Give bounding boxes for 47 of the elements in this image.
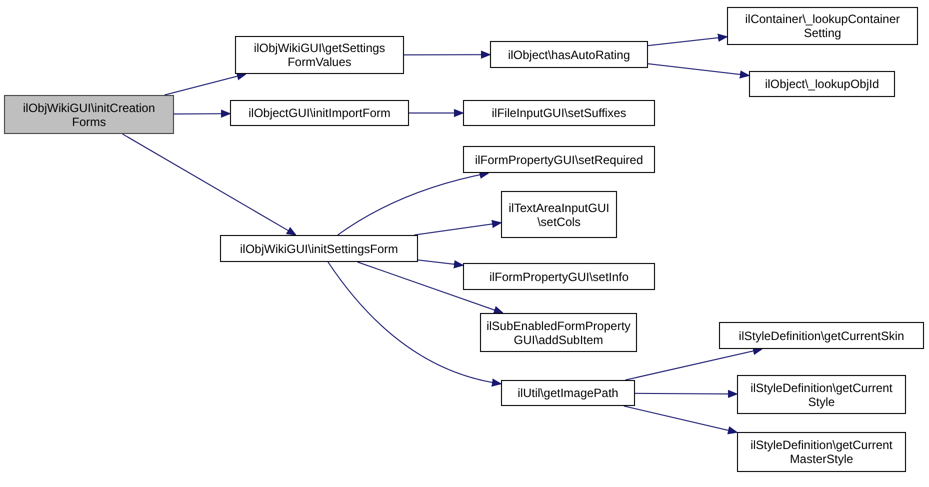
function-name: ilSubEnabledFormProperty GUI\addSubItem bbox=[485, 318, 632, 346]
function-name: ilTextAreaInputGUI \setCols bbox=[508, 200, 610, 228]
call-arrow bbox=[404, 50, 490, 59]
function-box bbox=[220, 235, 418, 262]
call-arrow bbox=[174, 110, 230, 118]
function-name: ilUtil\getImagePath bbox=[518, 386, 618, 400]
call-arrow bbox=[624, 347, 762, 380]
function-box bbox=[749, 71, 895, 97]
call-arrow bbox=[648, 63, 750, 78]
function-box bbox=[463, 263, 655, 290]
function-name: ilStyleDefinition\getCurrentSkin bbox=[738, 328, 904, 342]
call-arrow bbox=[122, 134, 296, 236]
call-arrow bbox=[328, 262, 502, 386]
call-arrow bbox=[164, 72, 246, 96]
call-arrow bbox=[357, 262, 504, 314]
call-arrow bbox=[414, 220, 502, 236]
function-name: ilFormPropertyGUI\setInfo bbox=[489, 270, 629, 284]
function-name: ilStyleDefinition\getCurrent Style bbox=[749, 380, 894, 408]
function-name: ilStyleDefinition\getCurrent MasterStyle bbox=[749, 438, 894, 466]
call-arrow bbox=[634, 390, 738, 398]
function-box bbox=[4, 95, 174, 134]
function-name: ilObjectGUI\initImportForm bbox=[248, 106, 391, 120]
function-name: ilObjWikiGUI\initSettingsForm bbox=[240, 242, 398, 256]
function-name: ilObjWikiGUI\getSettings FormValues bbox=[252, 41, 386, 69]
call-arrow bbox=[418, 260, 464, 268]
function-box bbox=[719, 322, 924, 349]
function-box bbox=[235, 36, 404, 74]
call-arrow bbox=[648, 34, 728, 46]
function-box bbox=[501, 191, 617, 238]
function-name: ilFileInputGUI\setSuffixes bbox=[492, 106, 626, 120]
call-arrow bbox=[408, 108, 464, 118]
function-box bbox=[490, 41, 648, 68]
function-name: ilFormPropertyGUI\setRequired bbox=[474, 152, 644, 166]
function-name: ilObject\hasAutoRating bbox=[508, 48, 630, 62]
function-box bbox=[463, 100, 655, 126]
function-box bbox=[737, 432, 906, 472]
function-box bbox=[727, 7, 918, 45]
function-name: ilObjWikiGUI\initCreation Forms bbox=[22, 100, 156, 128]
function-box bbox=[501, 380, 635, 406]
function-name: ilContainer\_lookupContainer Setting bbox=[744, 12, 901, 40]
call-arrow bbox=[337, 170, 490, 236]
function-box bbox=[737, 375, 906, 414]
call-arrow bbox=[623, 406, 738, 434]
function-box bbox=[230, 100, 409, 126]
function-name: ilObject\_lookupObjId bbox=[764, 77, 880, 91]
function-box bbox=[463, 146, 655, 173]
function-box bbox=[480, 313, 637, 352]
